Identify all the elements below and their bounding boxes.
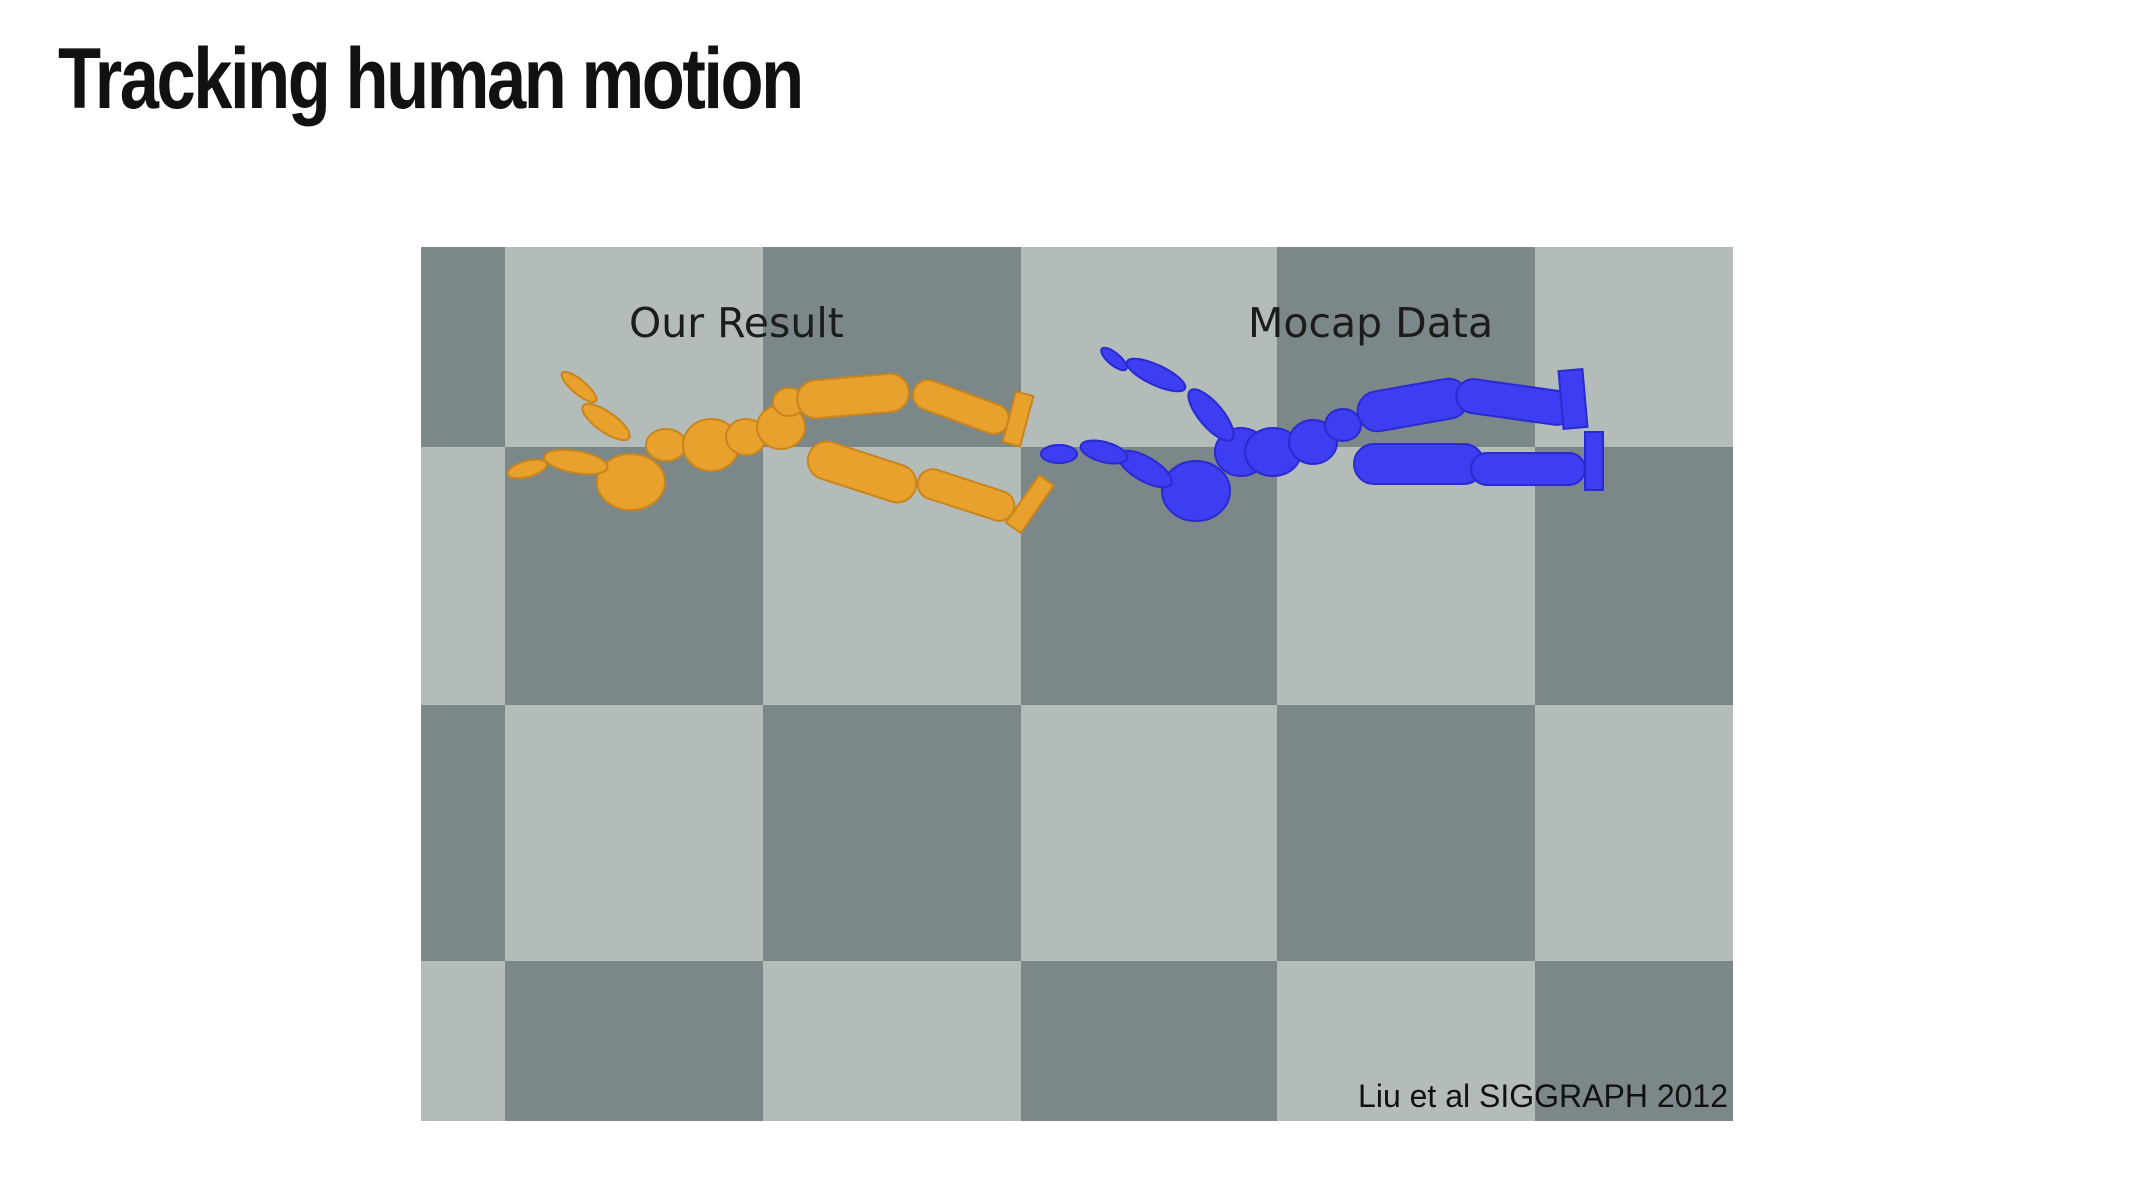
motion-figure: Our Result Mocap Data Liu et al SIGGRAPH… <box>421 247 1733 1121</box>
mocap-data-label: Mocap Data <box>1248 299 1494 347</box>
mocap-ragdoll-figure <box>1040 346 1604 522</box>
result-ragdoll-figure <box>506 370 1056 535</box>
our-result-label: Our Result <box>629 299 844 347</box>
simulation-scene <box>421 247 1733 1121</box>
slide-title: Tracking human motion <box>58 31 804 127</box>
checkerboard-floor <box>421 247 1733 1121</box>
citation: Liu et al SIGGRAPH 2012 <box>1358 1078 1728 1114</box>
